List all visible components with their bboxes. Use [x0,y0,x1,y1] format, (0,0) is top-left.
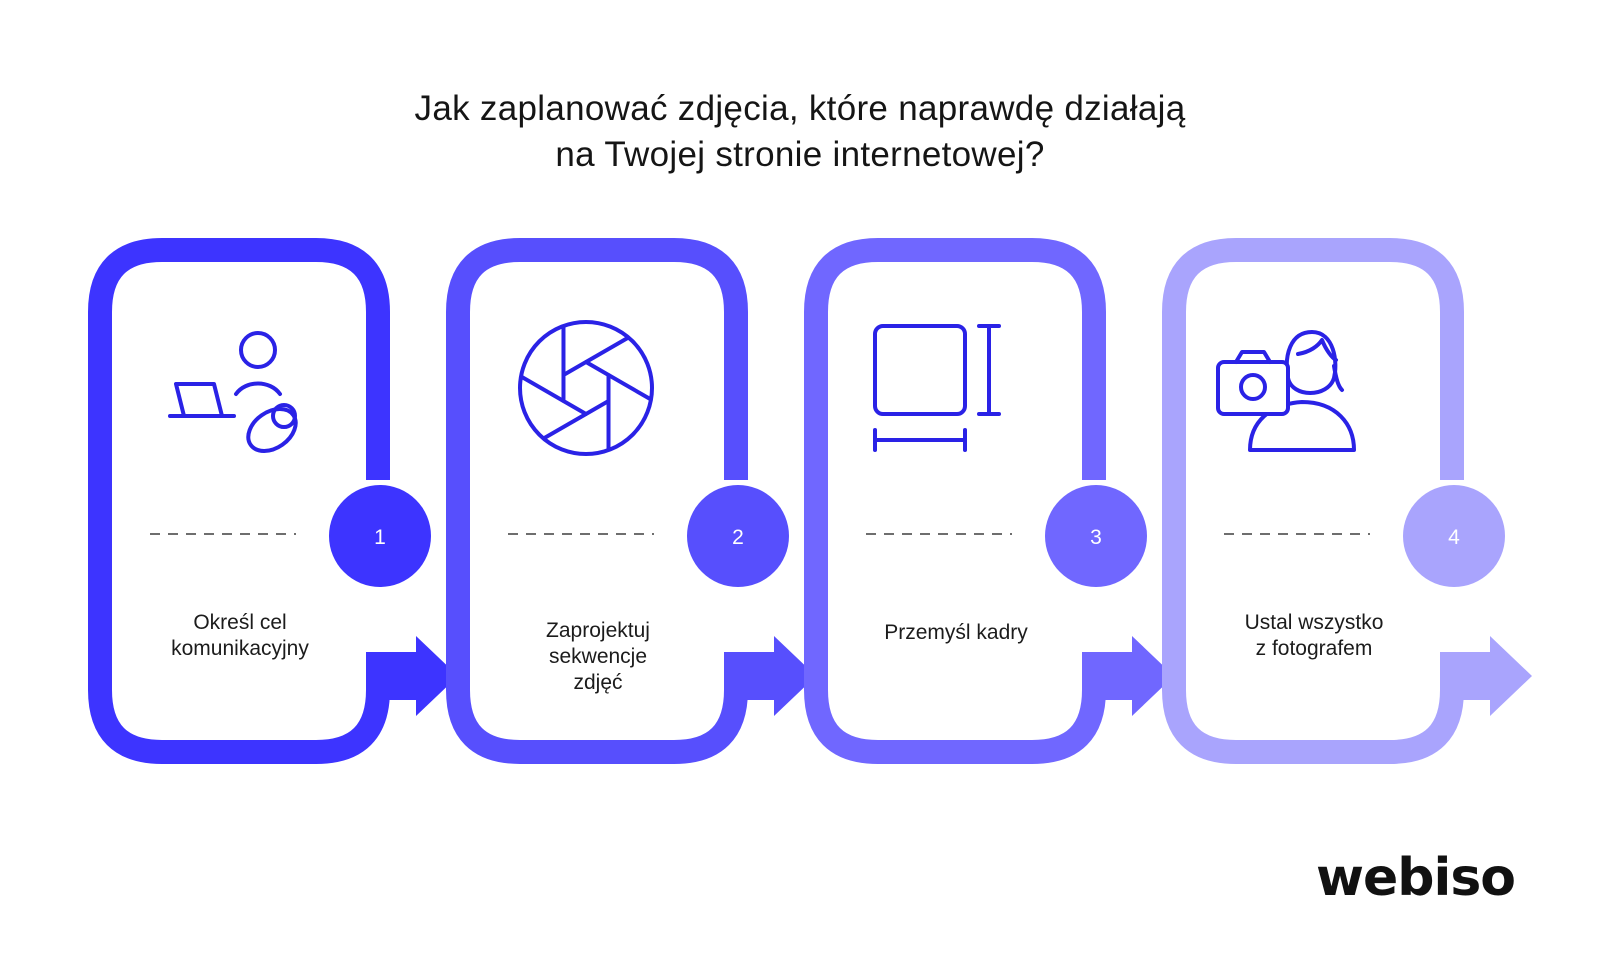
step-number: 3 [1090,526,1102,549]
step-label-line: Ustal wszystko [1244,611,1384,634]
step-label-line: Przemyśl kadry [884,621,1028,644]
step-number-circle [329,485,431,587]
step-arrow [1082,636,1174,716]
step-arrow [366,636,458,716]
step-card-1: 1 [88,238,458,764]
step-label-3: Przemyśl kadry [836,620,1076,646]
step-number: 4 [1448,526,1460,549]
step-label-line: sekwencje [548,645,648,668]
step-frame [88,238,390,764]
step-card-2: 2 [446,238,816,764]
step-arrow [724,636,816,716]
title-line-2: na Twojej stronie internetowej? [555,135,1045,174]
logo-text: webiso [1316,848,1516,908]
step-card-3: 3 [804,238,1174,764]
step-number-circle [1403,485,1505,587]
step-number: 1 [374,526,386,549]
step-number: 2 [732,526,744,549]
step-label-line: z fotografem [1255,637,1373,660]
camera-aperture-icon [518,320,654,456]
infographic-title: Jak zaplanować zdjęcia, które naprawdę d… [0,86,1600,178]
step-arrow [1440,636,1532,716]
step-label-2: Zaprojektuj sekwencje zdjęć [478,618,718,696]
step-card-4: 4 [1162,238,1532,764]
step-label-4: Ustal wszystko z fotografem [1194,610,1434,662]
step-frame [446,238,748,764]
step-label-line: Zaprojektuj [546,619,650,642]
step-number-circle [1045,485,1147,587]
step-frame [804,238,1106,764]
camera-photographer-icon [1216,330,1356,452]
step-frame [1162,238,1464,764]
step-label-1: Określ cel komunikacyjny [120,610,360,662]
frame-dimensions-icon [873,324,1001,452]
step-label-line: komunikacyjny [171,637,309,660]
title-line-1: Jak zaplanować zdjęcia, które naprawdę d… [414,89,1186,128]
step-label-line: Określ cel [193,611,287,634]
person-laptop-baby-icon [168,331,298,453]
webiso-logo: webiso [1316,848,1516,908]
step-label-line: zdjęć [573,671,623,694]
step-number-circle [687,485,789,587]
